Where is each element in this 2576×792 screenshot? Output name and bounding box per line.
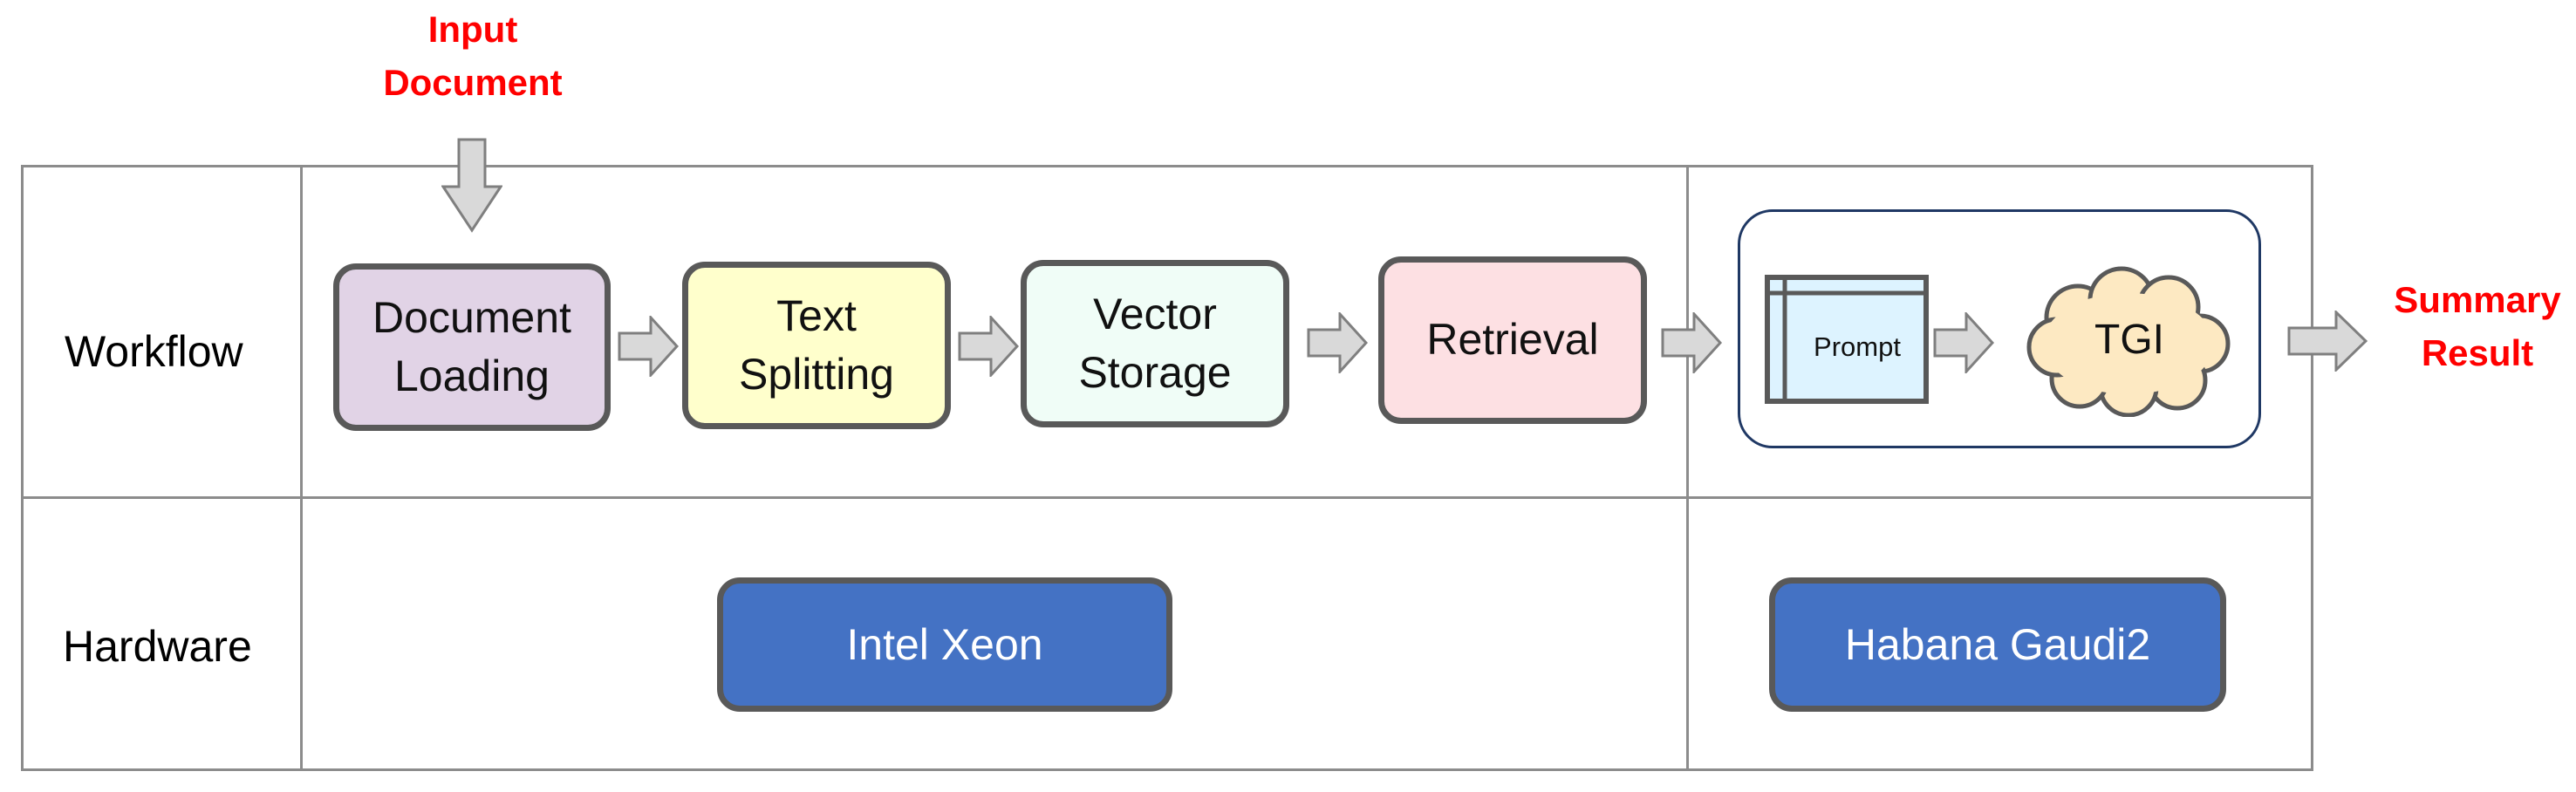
arrow-prompt-to-tgi-icon xyxy=(1933,312,1994,373)
arrow-storage-to-retrieval-icon xyxy=(1307,312,1368,373)
prompt-document-icon xyxy=(1765,275,1929,404)
retrieval-step: Retrieval xyxy=(1378,256,1647,424)
prompt-label: Prompt xyxy=(1814,331,1901,362)
table-top-border xyxy=(21,165,2313,167)
table-row-divider xyxy=(21,496,2313,499)
arrow-input-down-icon xyxy=(441,138,502,233)
input-document-label: Input Document xyxy=(383,9,563,103)
habana-gaudi2-box: Habana Gaudi2 xyxy=(1769,577,2226,712)
intel-xeon-box: Intel Xeon xyxy=(717,577,1172,712)
arrow-splitting-to-storage-icon xyxy=(958,316,1019,377)
tgi-cloud-icon xyxy=(2026,266,2231,417)
table-bottom-border xyxy=(21,768,2313,771)
arrow-to-summary-icon xyxy=(2287,311,2368,372)
tgi-label: TGI xyxy=(2094,317,2164,363)
table-gaudi-column-divider xyxy=(1686,165,1689,771)
vector-storage-step: Vector Storage xyxy=(1021,260,1289,427)
table-right-border xyxy=(2311,165,2313,771)
summary-result-label: Summary Result xyxy=(2394,279,2561,373)
document-loading-step: Document Loading xyxy=(333,263,611,431)
row-label-hardware: Hardware xyxy=(63,622,252,671)
row-label-workflow: Workflow xyxy=(65,327,243,376)
arrow-retrieval-to-llm-icon xyxy=(1661,312,1722,373)
table-left-border xyxy=(21,165,24,771)
arrow-loading-to-splitting-icon xyxy=(618,316,679,377)
text-splitting-step: Text Splitting xyxy=(682,262,951,429)
table-label-column-divider xyxy=(300,165,303,771)
